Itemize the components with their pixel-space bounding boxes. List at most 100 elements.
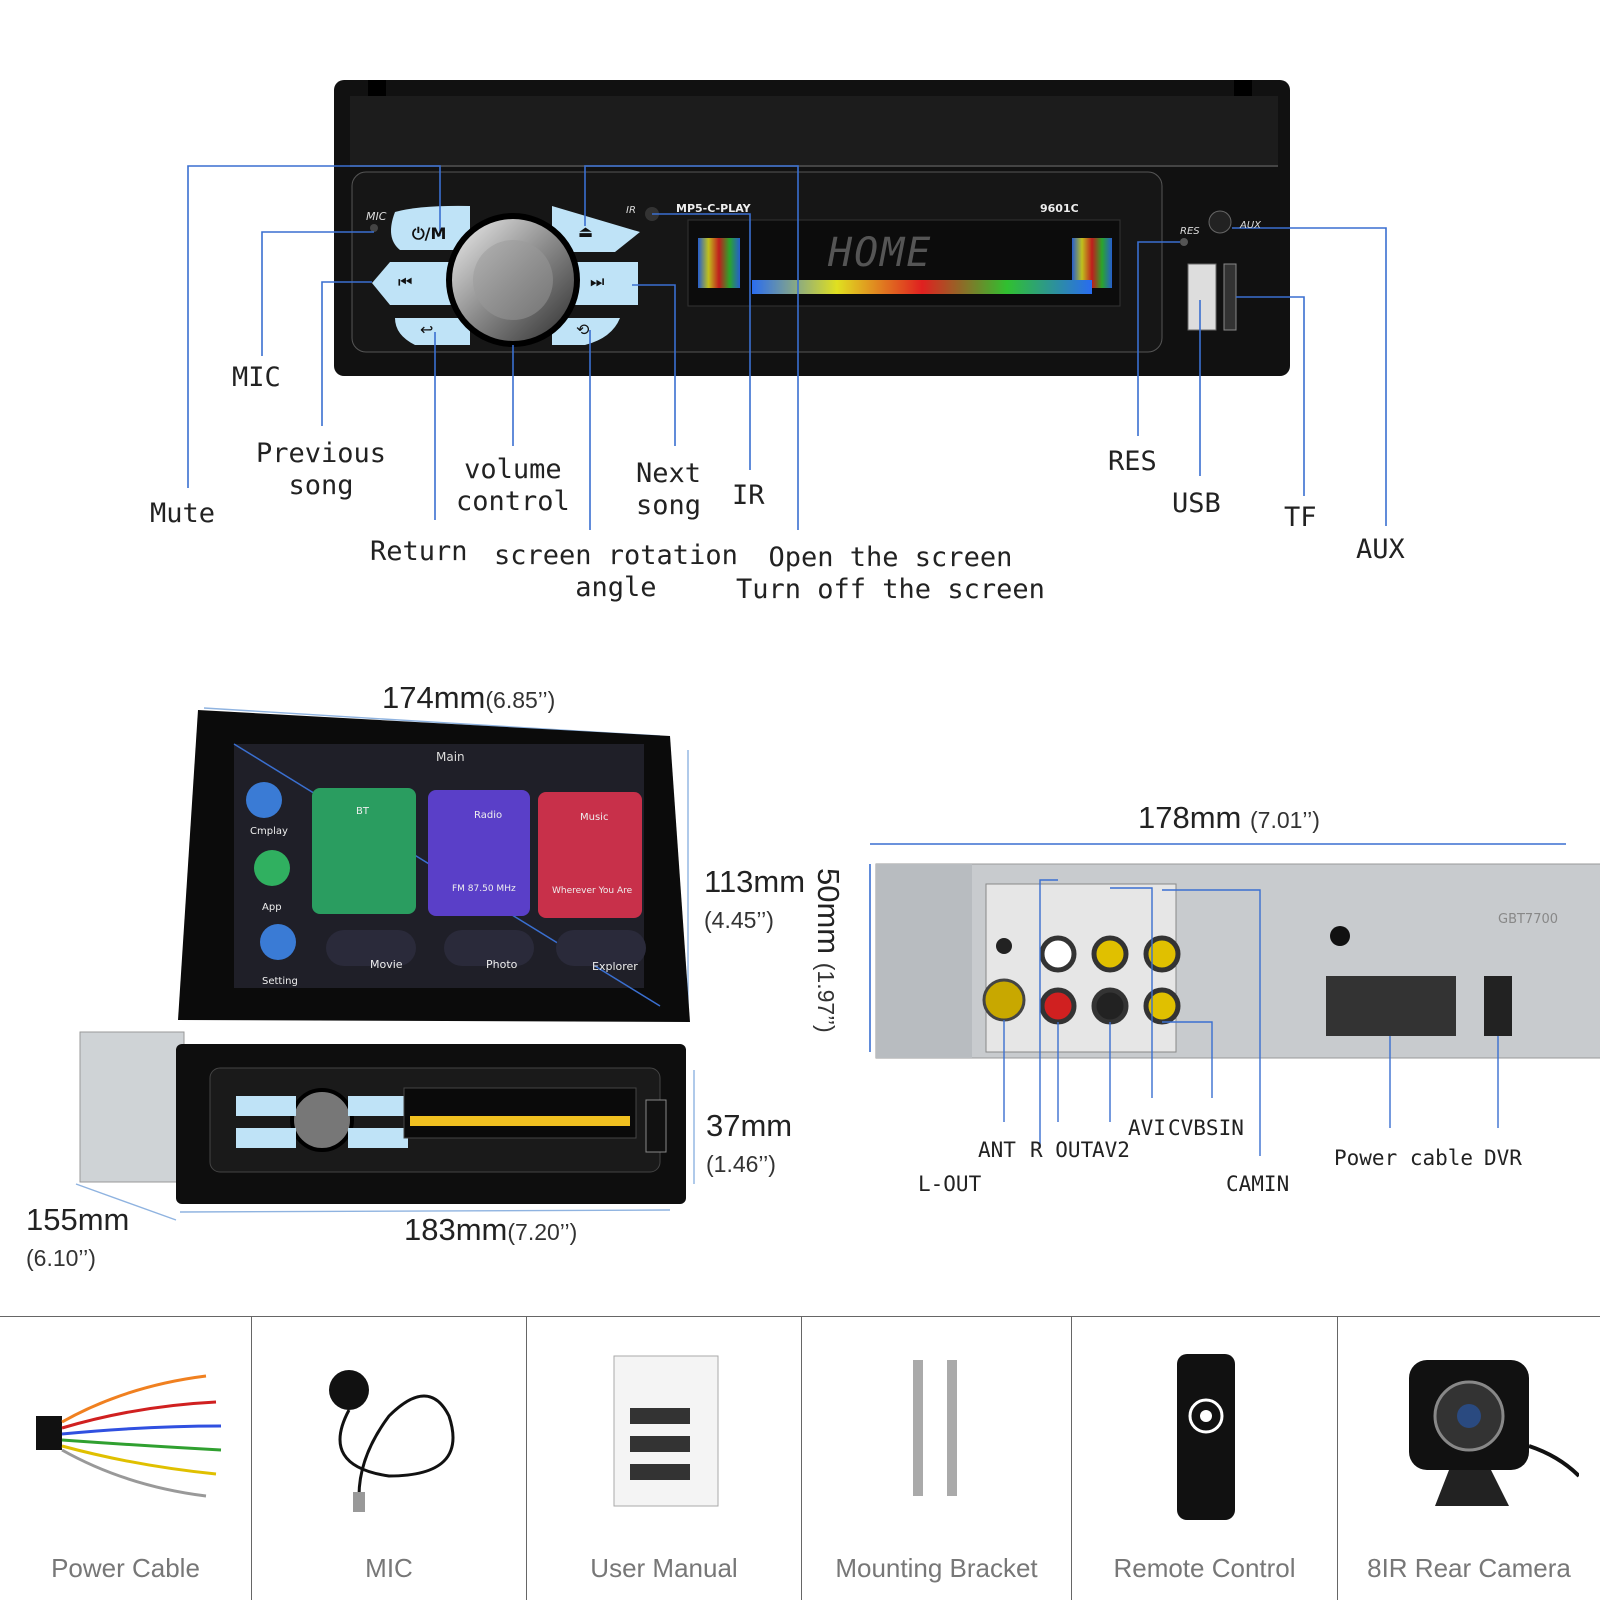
rear-label-ant: ANT [978,1138,1016,1162]
model-mark: 9601C [1040,202,1079,215]
dim-height-screen: 113mm(4.45’’) [704,864,806,933]
ir-mark: IR [626,205,636,216]
prev-label: ⏮ [398,272,413,291]
rear-stamp: GBT7700 [1498,912,1559,927]
camin-port [1143,935,1181,973]
next-label: ⏭ [590,272,605,291]
ant-port [982,978,1026,1022]
dim-width-bottom: 183mm(7.20’’) [404,1212,578,1247]
rear-label-dvr: DVR [1484,1146,1522,1170]
screen-unit-diagram [75,707,695,1221]
usb-port [1187,263,1217,331]
accessory-rear-camera: 8IR Rear Camera [1338,1316,1600,1600]
callout-ir: IR [732,480,765,511]
card-music [538,792,642,918]
callout-usb: USB [1172,488,1221,519]
mode-label: ⏻/M [412,224,447,243]
mic-mark: MIC [366,210,387,223]
accessory-label: User Manual [590,1553,738,1583]
screen-brand: MP5-C-PLAY [598,1026,680,1040]
res-mark: RES [1180,226,1200,237]
btn-explorer[interactable]: Explorer [592,960,638,973]
camera-icon [1409,1360,1579,1506]
next-button [575,262,638,305]
rear-label-power-cable: Power cable [1334,1146,1474,1170]
dim-width-top: 174mm(6.85’’) [382,680,556,715]
btn-movie[interactable]: Movie [370,958,403,971]
mute-button [391,205,470,250]
rear-label-camin: CAMIN [1226,1172,1290,1196]
tf-slot [1223,263,1237,331]
app-setting[interactable]: Setting [262,976,298,987]
accessory-mounting-bracket: Mounting Bracket [802,1316,1072,1600]
btn-photo[interactable]: Photo [486,958,518,971]
cvbsin-port [1143,987,1181,1025]
dim-rear-height: 50mm (1.97’’) [811,868,846,1033]
rout-port [1039,987,1077,1025]
rear-label-rout: R OUT [1030,1138,1094,1162]
eject-label: ⏏ [578,222,594,241]
callout-res: RES [1108,446,1157,477]
rotate-button [552,318,620,345]
app-cmplay[interactable]: Cmplay [250,826,288,837]
app-app[interactable]: App [262,902,282,913]
card-radio-label[interactable]: Radio [474,810,503,821]
return-button [395,318,470,345]
accessory-power-cable: Power Cable [0,1316,252,1600]
callout-mute: Mute [150,498,216,529]
power-cable-icon [35,1374,221,1498]
dim-height-body: 37mm(1.46’’) [706,1108,793,1177]
bracket-icon [912,1360,957,1496]
screen-title: Main [436,750,465,764]
accessory-label: Mounting Bracket [835,1553,1038,1583]
accessory-label: Remote Control [1113,1553,1296,1583]
res-hole [1180,238,1188,246]
rear-label-lout: L-OUT [918,1172,982,1196]
dim-depth: 155mm(6.10’’) [26,1202,130,1271]
callout-mic: MIC [232,362,281,393]
prev-button [372,262,452,305]
avi-port [1091,935,1129,973]
accessory-user-manual: User Manual [527,1316,802,1600]
chassis [79,1031,185,1183]
music-track: Wherever You Are [552,886,633,896]
display-text: HOME [828,230,933,276]
lout-port [1039,935,1077,973]
front-panel-diagram [187,80,1387,530]
av2-port [1091,987,1129,1025]
mic-hole [370,224,378,232]
card-music-label[interactable]: Music [580,812,609,823]
card-bt-label[interactable]: BT [356,806,369,817]
eject-button [552,206,640,252]
accessories-divider [0,1316,1600,1317]
aux-mark: AUX [1240,220,1262,231]
dvr-connector [1484,976,1512,1036]
callout-return: Return [370,536,468,567]
remote-icon [1176,1354,1235,1520]
return-label: ↩ [420,320,434,339]
rear-label-av2: AV2 [1092,1138,1130,1162]
rear-label-avi: AVI [1128,1116,1166,1140]
accessory-label: Power Cable [51,1553,200,1583]
rear-label-cvbsin: CVBSIN [1168,1116,1244,1140]
aux-port [1208,210,1232,234]
callout-aux: AUX [1356,534,1405,565]
accessory-mic: MIC [252,1316,527,1600]
accessory-label: 8IR Rear Camera [1367,1553,1571,1583]
accessory-remote-control: Remote Control [1072,1316,1338,1600]
power-connector [1326,976,1456,1036]
rotate-label: ⟲ [576,320,590,339]
brand-mark: MP5-C-PLAY [676,202,751,215]
manual-icon [613,1355,719,1507]
rear-panel-diagram [869,843,1600,1156]
callout-lines [187,165,1387,530]
dim-rear-width: 178mm (7.01’’) [1138,800,1320,835]
accessory-label: MIC [365,1553,413,1583]
callout-tf: TF [1284,502,1317,533]
card-radio [428,790,530,916]
